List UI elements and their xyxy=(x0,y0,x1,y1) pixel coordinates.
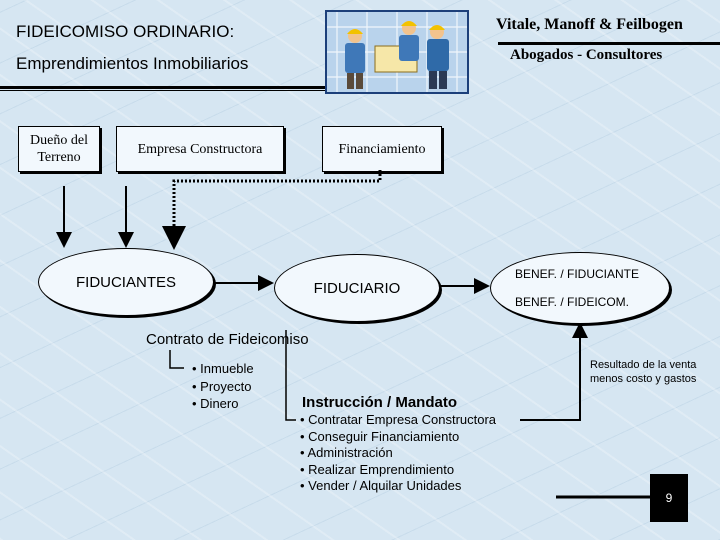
firm-underline xyxy=(498,42,720,45)
list-item: Contratar Empresa Constructora xyxy=(300,412,496,429)
list-item: Conseguir Financiamiento xyxy=(300,429,496,446)
fiduciario-label: FIDUCIARIO xyxy=(313,279,401,297)
list-item: Realizar Emprendimiento xyxy=(300,462,496,479)
fiduciario-node: FIDUCIARIO xyxy=(274,254,440,322)
slide-title: FIDEICOMISO ORDINARIO: xyxy=(16,22,235,41)
title-underline xyxy=(0,86,330,89)
list-item: Dinero xyxy=(192,395,254,413)
list-item: Vender / Alquilar Unidades xyxy=(300,478,496,495)
list-item: Proyecto xyxy=(192,378,254,396)
instruction-items: Contratar Empresa Constructora Conseguir… xyxy=(300,412,496,495)
page-number-label: 9 xyxy=(665,491,673,505)
beneficiary-label-2: BENEF. / FIDEICOM. xyxy=(515,295,630,309)
title-underline-thin xyxy=(0,90,330,91)
builder-box: Empresa Constructora xyxy=(116,126,284,172)
finance-to-fiduciantes-arrow xyxy=(162,170,382,250)
instruction-title: Instrucción / Mandato xyxy=(302,394,458,411)
finance-box: Financiamiento xyxy=(322,126,442,172)
fiduciantes-node: FIDUCIANTES xyxy=(38,248,214,316)
list-item: Administración xyxy=(300,445,496,462)
owner-box: Dueño del Terreno xyxy=(18,126,100,172)
list-item: Inmueble xyxy=(192,360,253,378)
result-arrow xyxy=(520,322,588,421)
contract-title: Contrato de Fideicomiso xyxy=(146,331,309,348)
result-note: Resultado de la venta menos costo y gast… xyxy=(590,359,697,385)
instruction-bracket xyxy=(285,330,296,421)
page-number: 9 xyxy=(650,474,688,522)
beneficiary-node: BENEF. / FIDUCIANTE BENEF. / FIDEICOM. xyxy=(490,252,670,324)
slide-subtitle: Emprendimientos Inmobiliarios xyxy=(16,54,249,73)
contract-bracket xyxy=(169,350,184,369)
firm-tagline: Abogados - Consultores xyxy=(510,47,663,63)
construction-workers-clipart xyxy=(325,10,469,94)
fiduciantes-label: FIDUCIANTES xyxy=(75,273,176,291)
firm-name: Vitale, Manoff & Feilbogen xyxy=(496,16,683,33)
beneficiary-label-1: BENEF. / FIDUCIANTE xyxy=(515,267,640,281)
contract-items: Inmueble Proyecto Dinero xyxy=(192,360,254,413)
